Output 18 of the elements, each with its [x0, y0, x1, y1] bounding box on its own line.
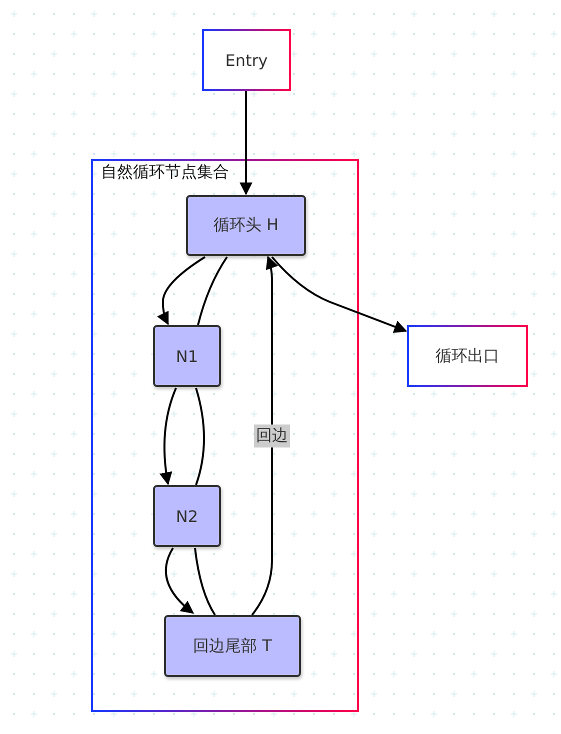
cluster-frame: [91, 159, 359, 712]
process-box: N1: [153, 325, 221, 387]
entry-box: Entry: [202, 29, 291, 91]
connector-line: [197, 256, 228, 326]
arrow: [157, 256, 206, 326]
connector-line: [194, 548, 216, 616]
arrow: [271, 256, 408, 333]
edge-label: 回边: [254, 424, 290, 448]
exit-box: 循环出口: [407, 325, 528, 387]
arrow: [240, 91, 252, 196]
connector-line: [195, 388, 205, 486]
arrow: [251, 256, 278, 616]
arrow: [164, 548, 194, 614]
process-box: N2: [153, 485, 221, 547]
cluster-title: 自然循环节点集合: [101, 162, 229, 183]
arrow: [160, 388, 177, 486]
process-box: 回边尾部 T: [164, 615, 301, 677]
process-box: 循环头 H: [186, 195, 306, 256]
